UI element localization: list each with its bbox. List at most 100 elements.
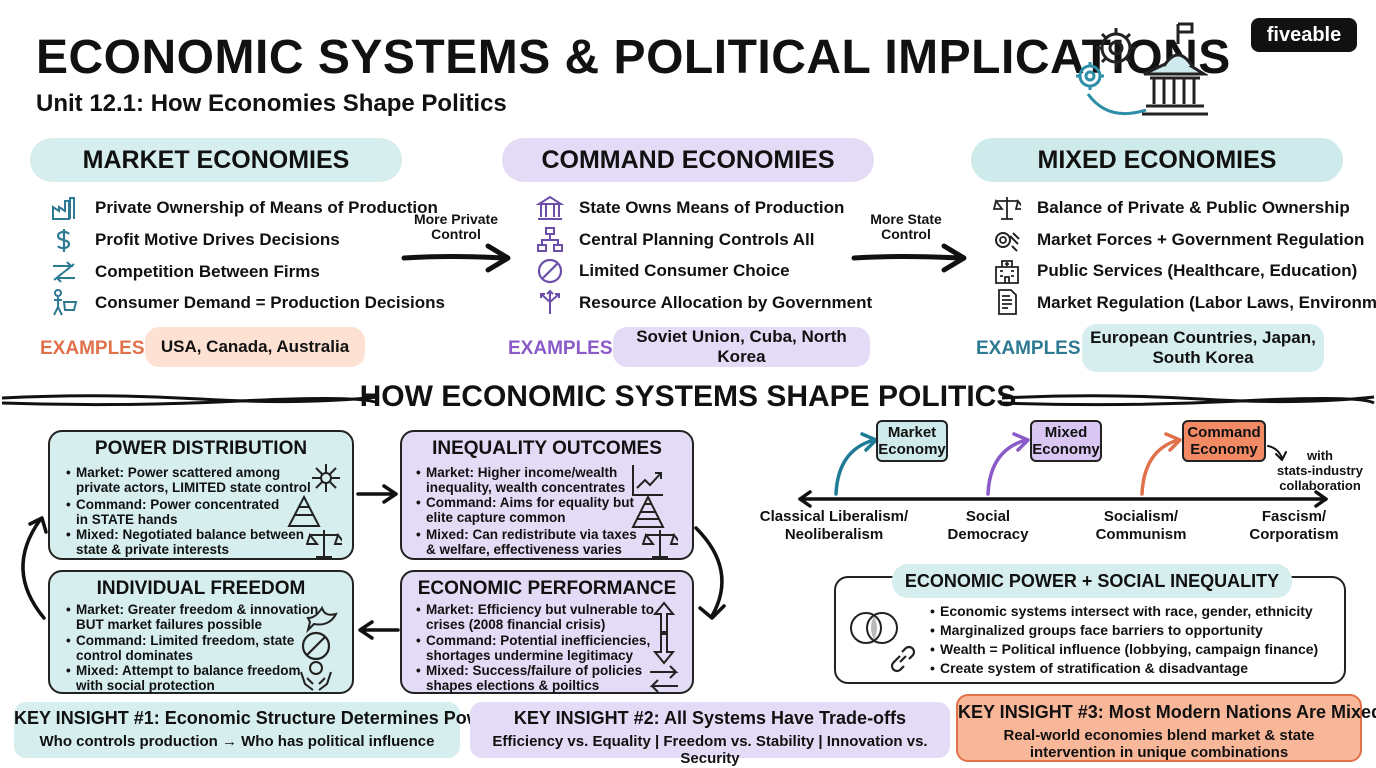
prohibited-icon [301, 631, 331, 661]
pyramid-hierarchy-icon [631, 494, 665, 528]
key-insight-2-text: Efficiency vs. Equality | Freedom vs. St… [492, 733, 928, 767]
mixed-examples: European Countries, Japan, South Korea [1082, 324, 1324, 372]
page-title: ECONOMIC SYSTEMS & POLITICAL IMPLICATION… [36, 31, 1231, 84]
mixed-feature-1: Balance of Private & Public Ownership [1037, 198, 1350, 217]
key-insight-1: KEY INSIGHT #1: Economic Structure Deter… [14, 702, 498, 758]
scales-icon [642, 530, 678, 558]
individual-freedom-box: INDIVIDUAL FREEDOM Market: Greater freed… [48, 570, 354, 694]
key-insight-2: KEY INSIGHT #2: All Systems Have Trade-o… [470, 702, 950, 767]
inequality-bullet-1: Market: Higher income/wealthinequality, … [416, 465, 625, 495]
market-feature-1: Private Ownership of Means of Production [95, 198, 438, 217]
gear-gavel-icon [995, 232, 1020, 252]
rising-chart-icon [632, 465, 663, 496]
chain-link-icon [890, 645, 916, 673]
hospital-icon [995, 260, 1019, 284]
right-arrow-icon [401, 243, 511, 273]
inequality-outcomes-title: INEQUALITY OUTCOMES [432, 438, 662, 459]
right-arrow-icon [851, 243, 967, 273]
command-economies-header: COMMAND ECONOMIES [502, 138, 874, 182]
political-spectrum-line [798, 432, 1328, 508]
gears-government-building-icon [1076, 22, 1208, 116]
econ-power-bullet-4: Create system of stratification & disadv… [930, 661, 1248, 677]
econ-power-bullet-3: Wealth = Political influence (lobbying, … [930, 642, 1318, 658]
economic-performance-title: ECONOMIC PERFORMANCE [417, 578, 677, 599]
scales-icon [993, 197, 1021, 220]
mixed-economies-header: MIXED ECONOMIES [971, 138, 1343, 182]
performance-bullet-3: Mixed: Success/failure of policiesshapes… [416, 663, 642, 693]
spectrum-label-socialism: Socialism/Communism [1095, 508, 1187, 543]
crossing-arrows-icon [53, 261, 75, 283]
market-feature-4: Consumer Demand = Production Decisions [95, 293, 445, 312]
divider-line-left [1, 394, 379, 407]
econ-power-bullet-1: Economic systems intersect with race, ge… [930, 604, 1313, 620]
document-icon [998, 289, 1017, 315]
economic-power-box: ECONOMIC POWER + SOCIAL INEQUALITY Econo… [834, 564, 1346, 684]
power-distribution-title: POWER DISTRIBUTION [94, 438, 308, 459]
swap-arrows-icon [649, 665, 679, 693]
command-examples-label: EXAMPLES: [508, 338, 619, 359]
down-arrow-icon [652, 633, 676, 665]
caring-hands-icon [300, 661, 332, 691]
key-insight-3-title: KEY INSIGHT #3: Most Modern Nations Are … [958, 702, 1376, 722]
pyramid-icon [287, 494, 321, 527]
market-examples-label: EXAMPLES: [40, 338, 151, 359]
freedom-bullet-1: Market: Greater freedom & innovationBUT … [66, 602, 318, 632]
mixed-examples-label: EXAMPLES: [976, 338, 1087, 359]
economic-power-title: ECONOMIC POWER + SOCIAL INEQUALITY [892, 564, 1292, 598]
command-feature-4: Resource Allocation by Government [579, 293, 873, 312]
performance-bullet-1: Market: Efficiency but vulnerable tocris… [416, 602, 654, 632]
dove-icon [306, 605, 338, 634]
inequality-bullet-3: Mixed: Can redistribute via taxes& welfa… [416, 527, 637, 557]
key-insight-3: KEY INSIGHT #3: Most Modern Nations Are … [956, 694, 1376, 762]
mixed-feature-2: Market Forces + Government Regulation [1037, 230, 1365, 249]
key-insight-1-text: Who controls production → Who has politi… [39, 733, 435, 750]
fiveable-logo: fiveable [1251, 18, 1357, 52]
inequality-outcomes-box: INEQUALITY OUTCOMES Market: Higher incom… [400, 430, 694, 560]
prohibited-icon [537, 258, 563, 284]
venn-diagram-icon [850, 612, 898, 644]
scales-icon [306, 530, 342, 558]
factory-icon [52, 197, 75, 220]
individual-freedom-title: INDIVIDUAL FREEDOM [96, 578, 306, 599]
page-subtitle: Unit 12.1: How Economies Shape Politics [36, 90, 507, 117]
distribution-arrows-icon [540, 289, 560, 314]
spectrum-label-fascism: Fascism/Corporatism [1249, 508, 1339, 543]
dollar-icon [56, 229, 71, 252]
power-distribution-box: POWER DISTRIBUTION Market: Power scatter… [48, 430, 354, 560]
org-chart-icon [537, 227, 563, 252]
market-feature-2: Profit Motive Drives Decisions [95, 230, 340, 249]
econ-power-bullet-2: Marginalized groups face barriers to opp… [930, 623, 1263, 639]
divider-line-right [1001, 394, 1375, 407]
market-examples: USA, Canada, Australia [145, 327, 365, 367]
key-insight-1-title: KEY INSIGHT #1: Economic Structure Deter… [14, 708, 498, 728]
performance-bullet-2: Command: Potential inefficiencies,shorta… [416, 633, 650, 663]
market-feature-3: Competition Between Firms [95, 262, 320, 281]
command-feature-3: Limited Consumer Choice [579, 261, 790, 280]
up-arrow-icon [652, 601, 676, 633]
command-feature-1: State Owns Means of Production [579, 198, 845, 217]
spectrum-label-liberalism: Classical Liberalism/Neoliberalism [759, 508, 909, 543]
cycle-arrows [21, 484, 726, 640]
mixed-feature-4: Market Regulation (Labor Laws, Environme… [1037, 293, 1376, 312]
mixed-feature-3: Public Services (Healthcare, Education) [1037, 261, 1358, 280]
key-insight-2-title: KEY INSIGHT #2: All Systems Have Trade-o… [513, 708, 907, 728]
government-building-icon [536, 195, 564, 220]
command-examples: Soviet Union, Cuba, North Korea [613, 327, 870, 367]
key-insight-3-text: Real-world economies blend market & stat… [1003, 727, 1315, 761]
shopper-cart-icon [53, 289, 78, 316]
section-title: HOW ECONOMIC SYSTEMS SHAPE POLITICS [359, 380, 1017, 413]
economic-performance-box: ECONOMIC PERFORMANCE Market: Efficiency … [400, 570, 694, 694]
